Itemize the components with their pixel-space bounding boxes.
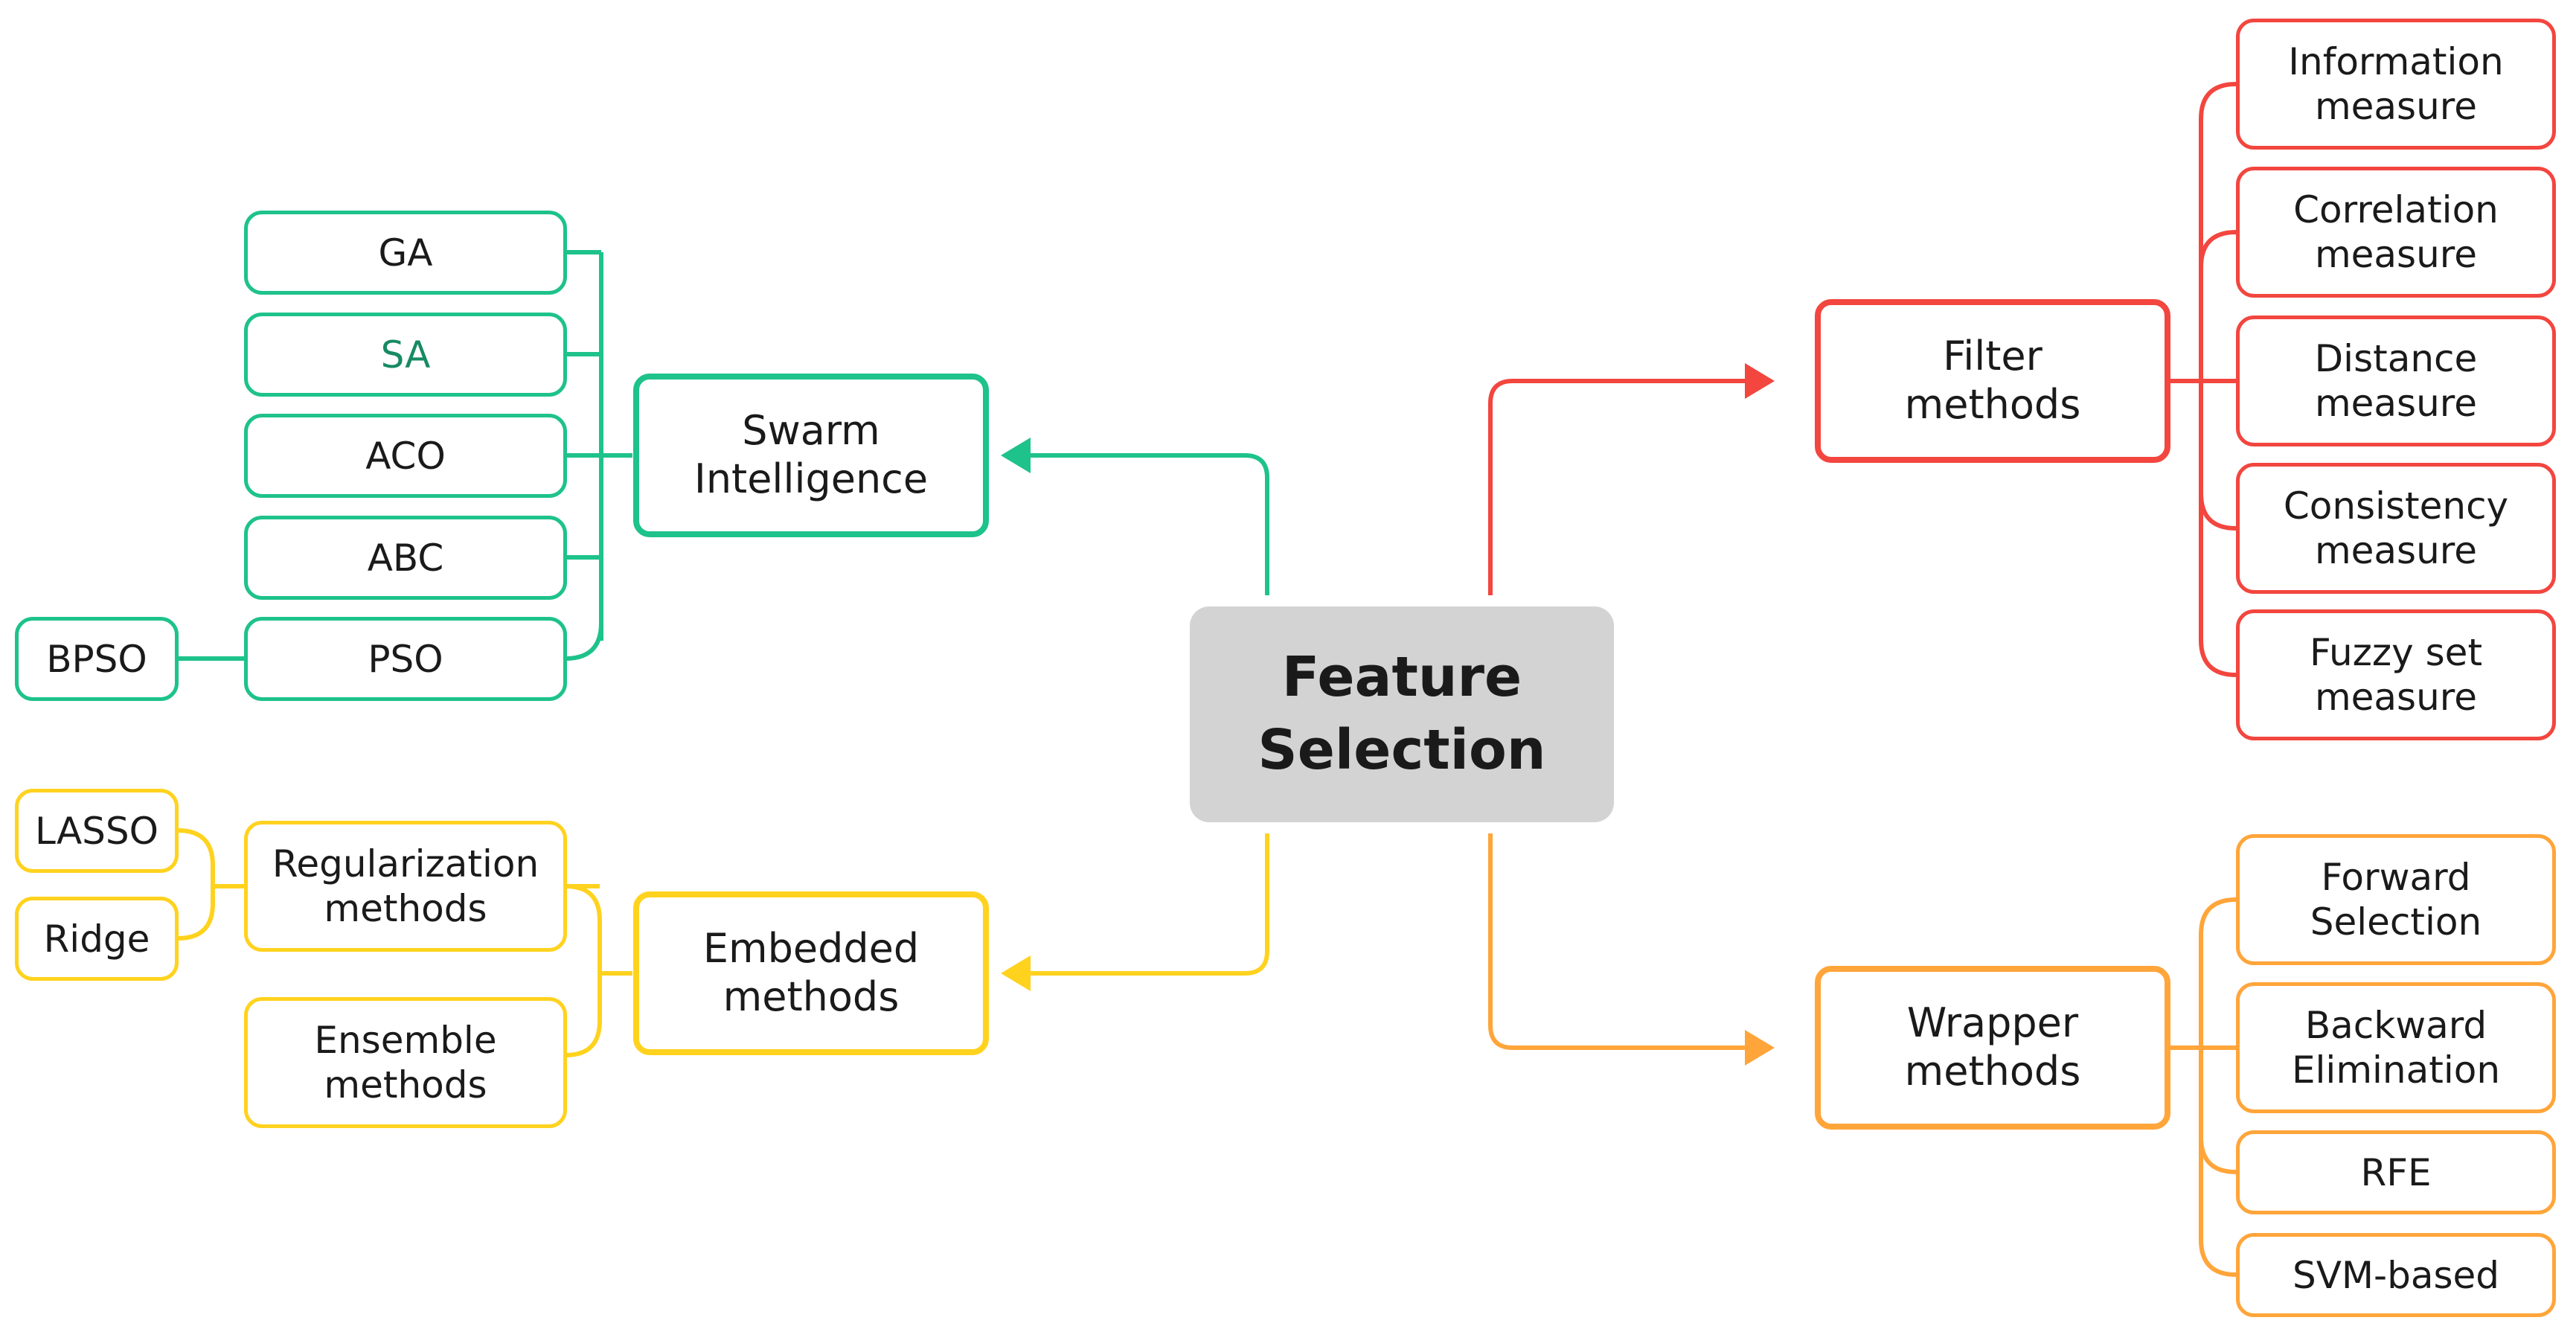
wrapper-methods-node: Wrapper methods <box>1815 966 2170 1130</box>
wrapper-svm-based: SVM-based <box>2236 1233 2556 1317</box>
wrapper-forward-selection: Forward Selection <box>2236 834 2556 965</box>
swarm-algorithm-aco: ACO <box>244 414 567 498</box>
ridge-node: Ridge <box>15 897 179 981</box>
filter-correlation-measure: Correlation measure <box>2236 167 2556 298</box>
swarm-arrowhead <box>1001 438 1031 473</box>
filter-methods-node: Filter methods <box>1815 299 2170 463</box>
filter-distance-measure: Distance measure <box>2236 316 2556 446</box>
swarm-intelligence-node: Swarm Intelligence <box>633 374 989 537</box>
feature-selection-node: Feature Selection <box>1190 606 1614 822</box>
pso-variant-bpso: BPSO <box>15 617 179 701</box>
wrapper-connectors <box>1488 833 2237 1277</box>
embedded-arrowhead <box>1001 955 1031 991</box>
wrapper-arrowhead <box>1745 1030 1775 1066</box>
embedded-methods-node: Embedded methods <box>633 891 989 1055</box>
lasso-node: LASSO <box>15 789 179 873</box>
swarm-algorithm-ga: GA <box>244 211 567 295</box>
ensemble-methods-node: Ensemble methods <box>244 997 567 1128</box>
regularization-methods-node: Regularization methods <box>244 821 567 952</box>
filter-information-measure: Information measure <box>2236 19 2556 150</box>
filter-fuzzy-set-measure: Fuzzy set measure <box>2236 609 2556 740</box>
filter-consistency-measure: Consistency measure <box>2236 463 2556 594</box>
wrapper-rfe: RFE <box>2236 1130 2556 1214</box>
swarm-connectors <box>178 250 1269 661</box>
wrapper-backward-elimination: Backward Elimination <box>2236 982 2556 1113</box>
swarm-algorithm-abc: ABC <box>244 516 567 600</box>
swarm-algorithm-sa: SA <box>244 313 567 397</box>
filter-connectors <box>1488 82 2237 677</box>
filter-arrowhead <box>1745 363 1775 399</box>
embedded-connectors <box>177 828 1269 1057</box>
swarm-algorithm-pso: PSO <box>244 617 567 701</box>
